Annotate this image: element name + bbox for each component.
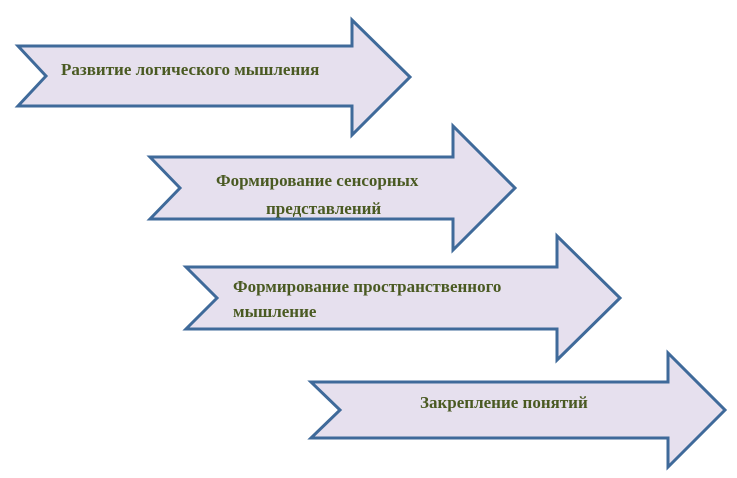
arrow-3-label-line2: мышление [233,302,317,321]
arrow-4-label: Закрепление понятий [420,393,588,412]
arrow-3-label-line1: Формирование пространственного [233,277,502,296]
arrow-2-label-line2: представлений [266,199,382,218]
arrow-4 [307,349,728,471]
arrow-2 [146,122,518,254]
arrow-1-label: Развитие логического мышления [61,60,320,79]
arrow-2-label-line1: Формирование сенсорных [216,171,419,190]
arrow-1 [14,16,413,139]
arrow-3 [182,232,623,364]
